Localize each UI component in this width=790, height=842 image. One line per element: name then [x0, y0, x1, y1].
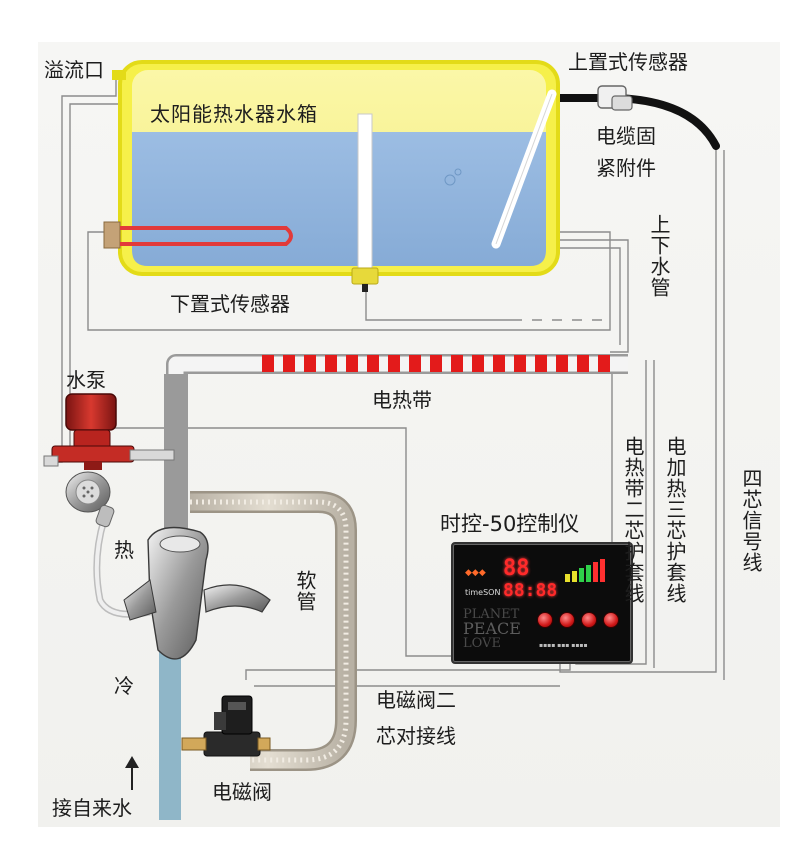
controller-brand: timeSON	[465, 588, 501, 597]
lower-sensor-fitting	[351, 267, 379, 285]
controller-logo: ◆◆◆	[465, 568, 486, 578]
water-tank	[103, 60, 560, 292]
heating-tape	[262, 355, 610, 372]
tap-water-arrow	[125, 756, 139, 790]
tap-water-label: 接自来水	[52, 796, 132, 820]
mixing-valve	[123, 526, 271, 660]
cable-fixture-label-2: 紧附件	[596, 156, 656, 180]
decor-line-2: PEACE	[463, 619, 521, 638]
tank-label: 太阳能热水器水箱	[150, 102, 318, 126]
controller-button-1[interactable]	[537, 612, 553, 628]
solenoid-valve	[181, 695, 271, 757]
upper-sensor-label: 上置式传感器	[568, 50, 688, 74]
pump-label: 水泵	[66, 368, 106, 392]
controller-model-strip: ▪▪▪▪ ▪▪▪ ▪▪▪▪	[539, 642, 588, 649]
signal-cable-label: 四芯信号线	[739, 468, 763, 573]
controller-button-2[interactable]	[559, 612, 575, 628]
decor-line-3: LOVE	[463, 636, 501, 651]
heating-tape-segment	[577, 355, 589, 372]
controller-button-4[interactable]	[603, 612, 619, 628]
solenoid-valve-label: 电磁阀	[212, 780, 272, 804]
controller-label: 时控-50控制仪	[440, 512, 580, 536]
heating-tape-segment	[262, 355, 274, 372]
heating-tape-segment	[430, 355, 442, 372]
heating-tape-segment	[367, 355, 379, 372]
controller-decor-text: PLANET PEACE LOVE	[463, 608, 521, 650]
heating-tape-segment	[388, 355, 400, 372]
tank-water	[132, 132, 546, 266]
cold-label: 冷	[114, 674, 134, 698]
hot-label: 热	[114, 538, 134, 562]
heating-tape-label: 电热带	[372, 388, 432, 412]
lower-sensor-label: 下置式传感器	[170, 292, 290, 316]
up-down-pipe-label: 上下水管	[647, 214, 671, 298]
inner-pipe	[357, 113, 373, 273]
shower-head	[65, 471, 151, 618]
decor-line-1: PLANET	[463, 607, 520, 622]
heating-tape-segment	[283, 355, 295, 372]
heating-tape-segment	[304, 355, 316, 372]
cable-fixture-label-1: 电缆固	[596, 124, 656, 148]
heating-tape-segment	[493, 355, 505, 372]
heater-flange	[103, 221, 121, 249]
controller-panel: ◆◆◆ timeSON 88 88:88 PLANET PEACE LOVE ▪…	[451, 542, 633, 664]
flexible-hose	[190, 491, 357, 771]
heating-tape-segment	[409, 355, 421, 372]
valve-wire-label-2: 芯对接线	[376, 724, 456, 748]
heating-tape-segment	[472, 355, 484, 372]
heating-tape-segment	[325, 355, 337, 372]
water-pump	[43, 393, 175, 470]
heating-element	[120, 226, 293, 246]
controller-button-3[interactable]	[581, 612, 597, 628]
display-digits-large: 88	[503, 556, 530, 581]
level-bars	[565, 558, 605, 582]
hose-label: 软管	[293, 570, 317, 612]
display-digits-time: 88:88	[503, 580, 558, 601]
heating-tape-segment	[556, 355, 568, 372]
heating-tape-segment	[346, 355, 358, 372]
heating-tape-segment	[514, 355, 526, 372]
overflow-port-label: 溢流口	[44, 58, 104, 82]
heater-cable-label: 电加热三芯护套线	[663, 436, 687, 604]
valve-wire-label-1: 电磁阀二	[376, 688, 456, 712]
heating-tape-segment	[451, 355, 463, 372]
heating-tape-segment	[535, 355, 547, 372]
heating-tape-cable-label: 电热带二芯护套线	[621, 436, 645, 604]
heating-tape-segment	[598, 355, 610, 372]
